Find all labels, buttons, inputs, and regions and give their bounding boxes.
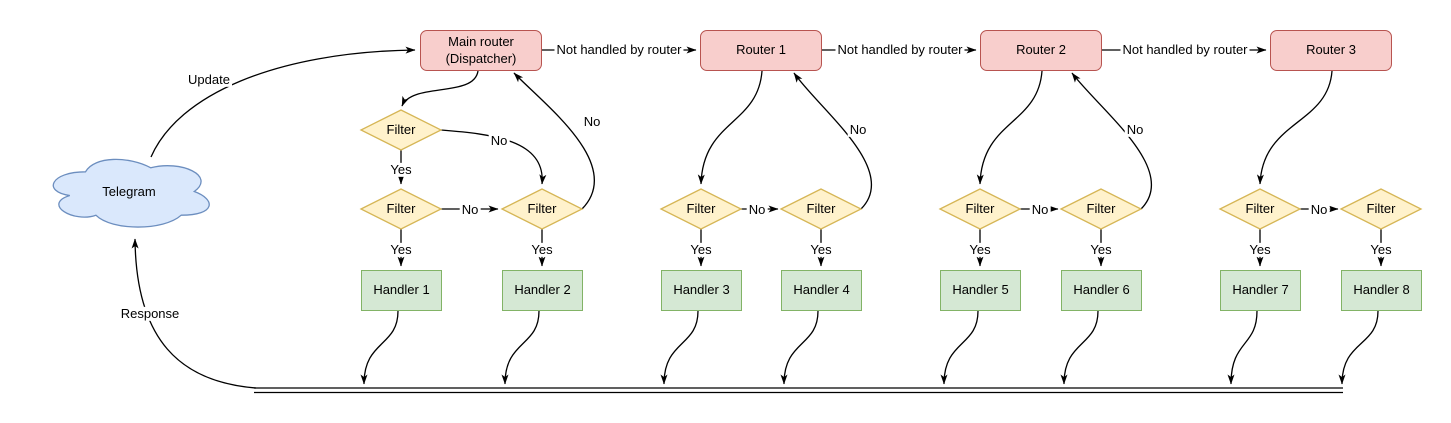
- label-not-handled-1: Not handled by router: [554, 41, 684, 58]
- node-handler-7: Handler 7: [1220, 270, 1301, 311]
- node-router-3: Router 3: [1270, 30, 1392, 71]
- edge-main-to-filter: [401, 70, 479, 107]
- label-filter-r1-left: Filter: [686, 200, 716, 216]
- label-yes-r1-right: Yes: [808, 241, 834, 258]
- main-router-label-line2: (Dispatcher): [445, 50, 517, 66]
- label-yes-r3-right: Yes: [1368, 241, 1394, 258]
- label-yes-r3-left: Yes: [1247, 241, 1273, 258]
- label-no-loop-r2: No: [1124, 121, 1146, 138]
- label-no-r3-row: No: [1308, 201, 1330, 218]
- node-handler-4: Handler 4: [781, 270, 862, 311]
- edge-handler3-to-bus: [660, 310, 699, 385]
- label-filter-main-right: Filter: [527, 200, 557, 216]
- label-no-r2-row: No: [1029, 201, 1051, 218]
- label-yes-r1-left: Yes: [688, 241, 714, 258]
- edge-handler5-to-bus: [940, 310, 979, 385]
- node-handler-2: Handler 2: [502, 270, 583, 311]
- edge-handler6-to-bus: [1060, 310, 1099, 385]
- handler-2-label: Handler 2: [514, 282, 571, 298]
- label-yes-main-top: Yes: [388, 161, 414, 178]
- label-no-loop-main: No: [581, 113, 603, 130]
- edge-r3-to-filter: [1256, 70, 1333, 185]
- edge-r2-to-filter: [976, 70, 1043, 185]
- handler-1-label: Handler 1: [373, 282, 430, 298]
- node-router-1: Router 1: [700, 30, 822, 71]
- label-filter-r2-right: Filter: [1086, 200, 1116, 216]
- edge-loop-r2: [1071, 72, 1153, 210]
- node-handler-5: Handler 5: [940, 270, 1021, 311]
- edge-handler8-to-bus: [1338, 310, 1379, 385]
- node-main-router: Main router (Dispatcher): [420, 30, 542, 71]
- filter-diamond-r2-right: [1059, 188, 1143, 230]
- label-no-r1-row: No: [746, 201, 768, 218]
- edge-filter-top-no: [440, 129, 547, 185]
- node-handler-8: Handler 8: [1341, 270, 1422, 311]
- edge-loop-r1: [793, 72, 873, 210]
- filter-diamond-r2-left: [938, 188, 1022, 230]
- node-handler-6: Handler 6: [1061, 270, 1142, 311]
- handler-7-label: Handler 7: [1232, 282, 1289, 298]
- telegram-cloud-shape: [52, 158, 210, 228]
- label-filter-main-left: Filter: [386, 200, 416, 216]
- node-handler-1: Handler 1: [361, 270, 442, 311]
- edge-handler1-to-bus: [360, 310, 399, 385]
- label-filter-r1-right: Filter: [806, 200, 836, 216]
- edge-handler7-to-bus: [1227, 310, 1258, 385]
- handler-4-label: Handler 4: [793, 282, 850, 298]
- label-filter-r3-right: Filter: [1366, 200, 1396, 216]
- handler-5-label: Handler 5: [952, 282, 1009, 298]
- label-no-main-row: No: [459, 201, 481, 218]
- label-not-handled-2: Not handled by router: [835, 41, 965, 58]
- handler-3-label: Handler 3: [673, 282, 730, 298]
- edge-handler4-to-bus: [780, 310, 819, 385]
- label-not-handled-3: Not handled by router: [1120, 41, 1250, 58]
- router-3-label: Router 3: [1306, 42, 1356, 58]
- main-router-label-line1: Main router: [448, 34, 514, 50]
- handler-8-label: Handler 8: [1353, 282, 1410, 298]
- label-yes-r2-left: Yes: [967, 241, 993, 258]
- label-filter-r3-left: Filter: [1245, 200, 1275, 216]
- label-yes-main-left: Yes: [388, 241, 414, 258]
- label-filter-r2-left: Filter: [965, 200, 995, 216]
- filter-diamond-main-left: [359, 188, 443, 230]
- filter-diamond-r3-left: [1218, 188, 1302, 230]
- node-handler-3: Handler 3: [661, 270, 742, 311]
- edge-response: [131, 238, 257, 389]
- label-no-filter-top: No: [488, 132, 510, 149]
- router-1-label: Router 1: [736, 42, 786, 58]
- node-router-2: Router 2: [980, 30, 1102, 71]
- label-telegram: Telegram: [102, 183, 156, 199]
- router-2-label: Router 2: [1016, 42, 1066, 58]
- edge-r1-to-filter: [697, 70, 763, 185]
- label-yes-main-right: Yes: [529, 241, 555, 258]
- label-yes-r2-right: Yes: [1088, 241, 1114, 258]
- edge-update: [150, 46, 416, 158]
- label-filter-main-top: Filter: [386, 121, 416, 137]
- filter-diamond-r1-right: [779, 188, 863, 230]
- filter-diamond-r3-right: [1339, 188, 1423, 230]
- filter-diamond-r1-left: [659, 188, 743, 230]
- edge-handler2-to-bus: [501, 310, 540, 385]
- label-update: Update: [186, 71, 232, 88]
- label-no-loop-r1: No: [847, 121, 869, 138]
- handler-6-label: Handler 6: [1073, 282, 1130, 298]
- filter-diamond-main-top: [359, 109, 443, 151]
- filter-diamond-main-right: [500, 188, 584, 230]
- edge-loop-main: [513, 72, 596, 210]
- label-response: Response: [118, 305, 182, 322]
